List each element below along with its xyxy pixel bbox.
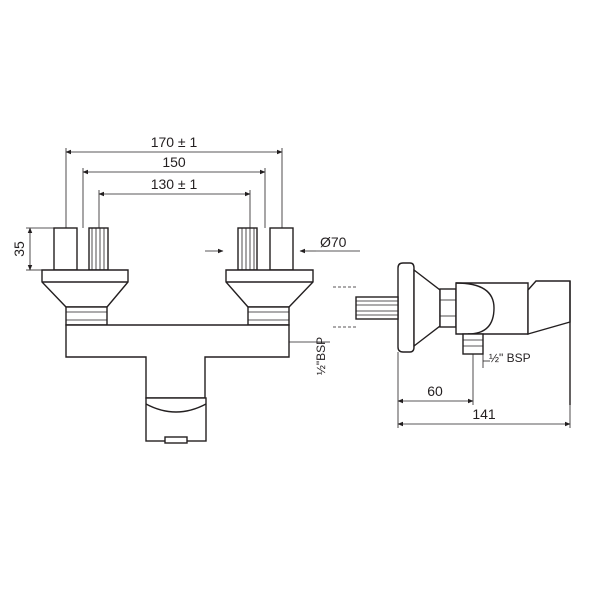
side-inlet-pipe: [355, 296, 399, 320]
dim-center-label: 150: [162, 154, 186, 170]
side-view: ½" BSP 60 141: [333, 262, 571, 428]
outlet-thread-label: ½" BSP: [489, 351, 531, 365]
dim-flange-dia-label: Ø70: [320, 234, 347, 250]
left-nut: [65, 306, 108, 326]
dim-inner-label: 130 ± 1: [151, 176, 198, 192]
bottom-outlet: [145, 397, 207, 442]
left-flange: [41, 269, 129, 308]
outlet-nozzle: [164, 436, 188, 444]
side-cone: [413, 268, 441, 348]
mixer-body: [65, 324, 290, 399]
side-nut: [439, 288, 457, 328]
left-outer-stud: [53, 227, 78, 271]
side-lever: [527, 280, 571, 335]
front-view: 170 ± 1 150 130 ± 1 35 Ø70 ½"BSP: [11, 134, 360, 444]
right-outer-stud: [269, 227, 294, 271]
right-flange: [225, 269, 314, 308]
right-nut: [247, 306, 290, 326]
side-body: [455, 282, 529, 335]
side-outlet-stub: [462, 333, 484, 355]
dim-height-label: 35: [11, 241, 27, 257]
dim-depth-short-label: 60: [427, 383, 443, 399]
inlet-thread-label: ½"BSP: [314, 337, 328, 375]
dim-depth-total-label: 141: [472, 406, 496, 422]
side-wall-plate: [397, 262, 415, 353]
dim-total-width-label: 170 ± 1: [151, 134, 198, 150]
